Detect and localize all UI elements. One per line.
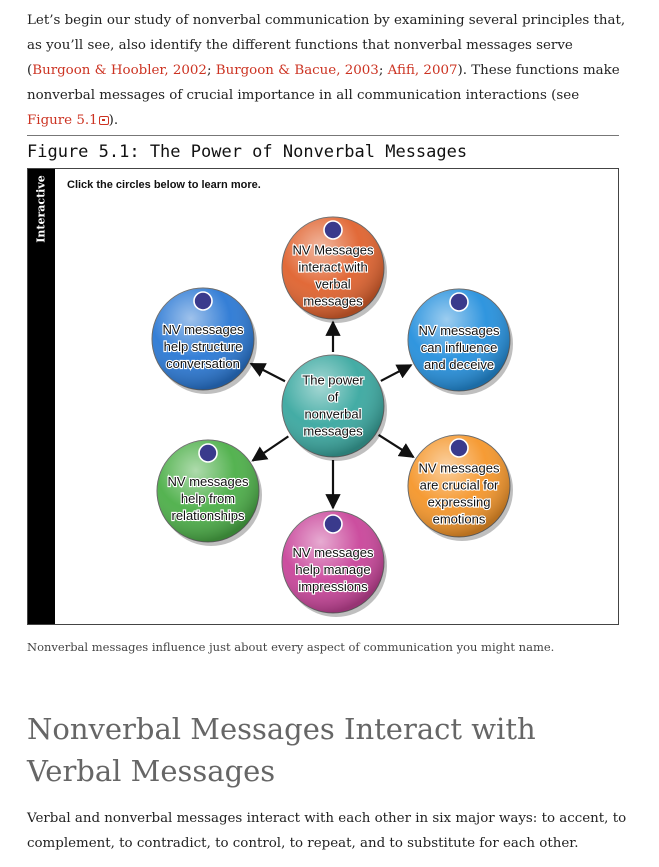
divider bbox=[27, 135, 619, 136]
citation-burgoon-hoobler[interactable]: Burgoon & Hoobler, 2002 bbox=[32, 63, 207, 78]
figure-instruction: Click the circles below to learn more. bbox=[67, 179, 261, 191]
figure-5-1-link[interactable]: Figure 5.1 bbox=[27, 113, 109, 128]
arrow-emotions bbox=[377, 434, 415, 458]
circle-impressions-label-line: NV messages bbox=[293, 545, 374, 560]
hotspot-dot[interactable] bbox=[449, 438, 469, 458]
hotspot-dot[interactable] bbox=[323, 220, 343, 240]
circle-relationships-label-line: help from bbox=[181, 491, 235, 506]
center-circle-label-line: nonverbal bbox=[304, 407, 361, 422]
circle-influence-label-line: can influence bbox=[421, 340, 498, 355]
arrow-influence bbox=[380, 364, 413, 382]
circle-structure-label-line: NV messages bbox=[163, 322, 244, 337]
interactive-side-bar: Interactive bbox=[28, 169, 55, 624]
section-heading: Nonverbal Messages Interact with Verbal … bbox=[27, 712, 536, 788]
nonverbal-diagram: The power of nonverbal messages NV Messages i… bbox=[151, 216, 513, 617]
circle-relationships-label-line: relationships bbox=[172, 508, 245, 523]
circle-interact-label-line: messages bbox=[303, 294, 363, 309]
intro-text-middle: ). These functions make nonverbal messag… bbox=[27, 63, 620, 103]
circle-impressions-label-line: help manage bbox=[295, 562, 370, 577]
figure-caption: Nonverbal messages influence just about … bbox=[27, 640, 555, 654]
section-paragraph: Verbal and nonverbal messages interact w… bbox=[27, 811, 627, 851]
circle-interact-label-line: verbal bbox=[315, 277, 351, 292]
intro-text-start: Let’s begin our study of nonverbal commu… bbox=[27, 13, 626, 78]
arrow-structure bbox=[249, 362, 286, 383]
center-circle-label-line: The power bbox=[302, 373, 364, 388]
circle-interact-label-line: NV Messages bbox=[293, 243, 374, 258]
popup-icon bbox=[98, 116, 109, 125]
circle-interact-label-line: interact with bbox=[298, 260, 367, 275]
circle-emotions-label-line: are crucial for bbox=[420, 478, 499, 493]
circle-emotions-label-line: expressing bbox=[428, 495, 491, 510]
interactive-figure: Interactive Click the circles below to l… bbox=[27, 168, 619, 625]
figure-link-label: Figure 5.1 bbox=[27, 113, 98, 128]
circle-impressions-label-line: impressions bbox=[298, 579, 368, 594]
hotspot-dot[interactable] bbox=[198, 443, 218, 463]
hotspot-dot[interactable] bbox=[323, 514, 343, 534]
circle-relationships[interactable]: NV messages help from relationships bbox=[156, 439, 262, 546]
circle-emotions-label-line: emotions bbox=[433, 512, 486, 527]
intro-paragraph: Let’s begin our study of nonverbal commu… bbox=[27, 8, 627, 133]
circle-influence[interactable]: NV messages can influence and deceive bbox=[407, 288, 513, 395]
circle-structure-label-line: help structure bbox=[164, 339, 243, 354]
figure-title: Figure 5.1: The Power of Nonverbal Messa… bbox=[27, 142, 468, 162]
citation-afifi[interactable]: Afifi, 2007 bbox=[387, 63, 458, 78]
citation-separator: ; bbox=[206, 63, 216, 78]
circle-interact[interactable]: NV Messages interact with verbal messages bbox=[281, 216, 387, 323]
center-circle: The power of nonverbal messages bbox=[281, 354, 387, 461]
circle-emotions-label-line: NV messages bbox=[419, 461, 500, 476]
circle-influence-label-line: NV messages bbox=[419, 323, 500, 338]
arrow-relationships bbox=[251, 435, 289, 462]
circle-relationships-label-line: NV messages bbox=[168, 474, 249, 489]
circle-structure[interactable]: NV messages help structure conversation bbox=[151, 287, 257, 394]
center-circle-label-line: messages bbox=[303, 424, 363, 439]
citation-separator: ; bbox=[378, 63, 388, 78]
citation-burgoon-bacue[interactable]: Burgoon & Bacue, 2003 bbox=[215, 63, 379, 78]
intro-text-end: ). bbox=[108, 113, 119, 128]
circle-impressions[interactable]: NV messages help manage impressions bbox=[281, 510, 387, 617]
circle-structure-label-line: conversation bbox=[166, 356, 240, 371]
circle-influence-label-line: and deceive bbox=[424, 357, 494, 372]
hotspot-dot[interactable] bbox=[449, 292, 469, 312]
center-circle-label-line: of bbox=[328, 390, 339, 405]
circle-emotions[interactable]: NV messages are crucial for expressing emot… bbox=[407, 434, 513, 541]
hotspot-dot[interactable] bbox=[193, 291, 213, 311]
